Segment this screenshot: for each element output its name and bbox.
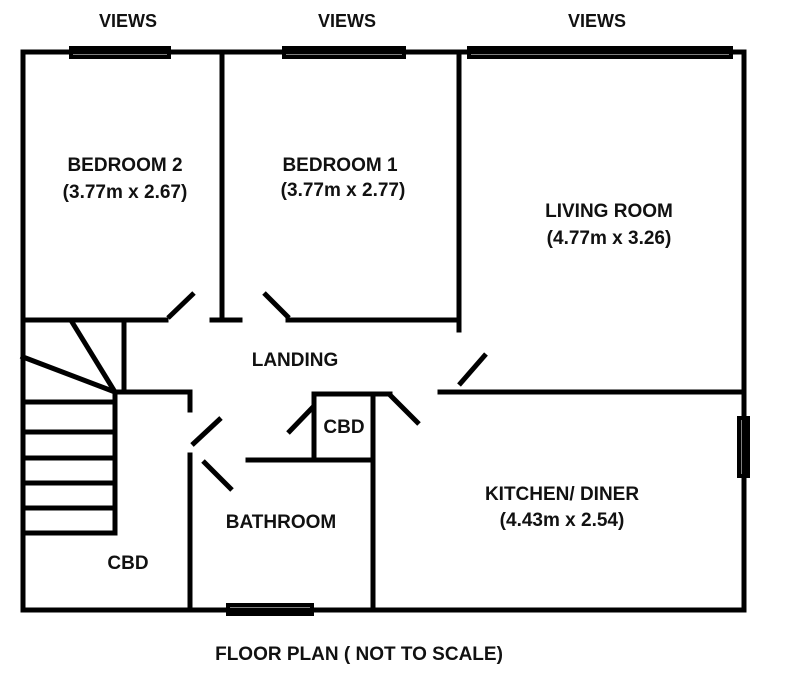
room-label-bedroom2: BEDROOM 2	[67, 155, 182, 176]
room-label-bedroom1: BEDROOM 1	[282, 155, 398, 176]
room-size-kitchen-diner: (4.43m x 2.54)	[500, 510, 625, 531]
interior-walls	[20, 49, 747, 613]
room-label-stair-cupboard: CBD	[107, 553, 148, 574]
views-label-right: VIEWS	[568, 11, 626, 31]
window-bathroom	[226, 603, 314, 616]
room-size-living-room: (4.77m x 3.26)	[547, 228, 672, 249]
room-label-small-cupboard: CBD	[323, 417, 364, 438]
views-label-left: VIEWS	[99, 11, 157, 31]
outer-walls	[20, 49, 747, 613]
room-size-bedroom1: (3.77m x 2.77)	[281, 180, 406, 201]
views-label-center: VIEWS	[318, 11, 376, 31]
window-kitchen	[737, 416, 750, 478]
door-swings	[166, 291, 488, 492]
room-label-bathroom: BATHROOM	[226, 512, 336, 533]
window-bedroom2	[69, 46, 171, 59]
staircase	[19, 318, 119, 536]
room-label-kitchen-diner: KITCHEN/ DINER	[485, 484, 639, 505]
window-bedroom1	[282, 46, 406, 59]
floor-plan-caption: FLOOR PLAN ( NOT TO SCALE)	[215, 644, 503, 665]
room-label-living-room: LIVING ROOM	[545, 201, 673, 222]
room-label-landing: LANDING	[252, 350, 339, 371]
room-size-bedroom2: (3.77m x 2.67)	[63, 182, 188, 203]
window-living-room	[467, 46, 733, 59]
windows	[69, 46, 750, 616]
